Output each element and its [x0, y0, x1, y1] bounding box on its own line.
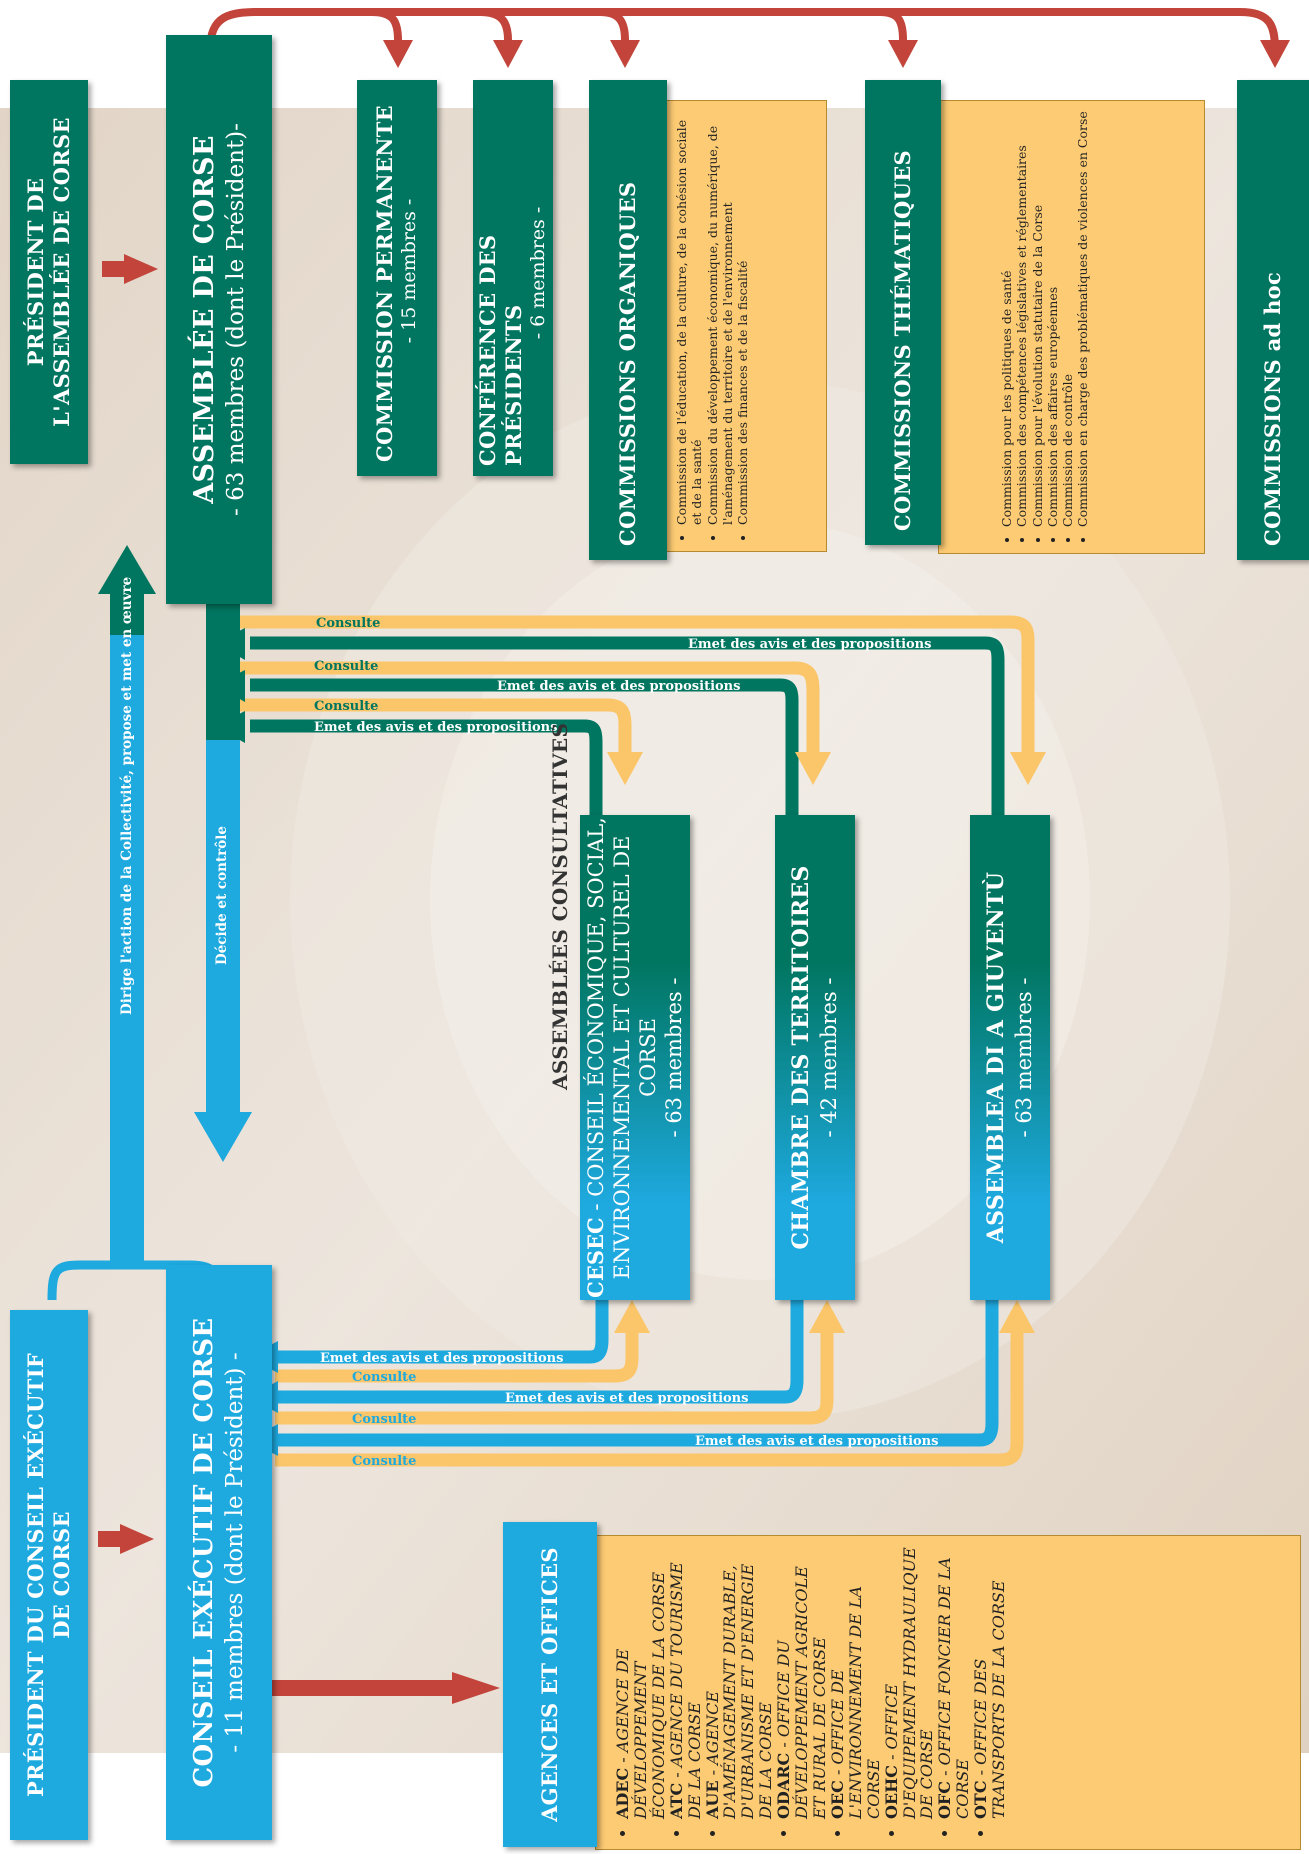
cesec-subtitle: - 63 membres -	[662, 977, 687, 1138]
thematique-item-2: Commission des compétences législatives …	[1014, 111, 1029, 527]
conseil-executif-title: CONSEIL EXÉCUTIF DE CORSE	[189, 1317, 220, 1788]
agence-item-6: OEHC - OFFICE D'EQUIPEMENT HYDRAULIQUE D…	[881, 1544, 937, 1819]
president-conseil-box: PRÉSIDENT DU CONSEIL EXÉCUTIF DE CORSE	[10, 1310, 88, 1840]
president-assemblee-box: PRÉSIDENT DE L'ASSEMBLÉE DE CORSE	[10, 80, 88, 464]
commission-permanente-subtitle: - 15 membres -	[398, 198, 421, 344]
commissions-adhoc-title: COMMISSIONS ad hoc	[1259, 271, 1285, 546]
commission-permanente-title: COMMISSION PERMANENTE	[372, 105, 397, 462]
conseil-executif-box: CONSEIL EXÉCUTIF DE CORSE - 11 membres (…	[166, 1265, 272, 1840]
agence-code-4: ODARC	[774, 1752, 794, 1819]
agence-item-1: ADEC - AGENCE DE DÉVELOPPEMENT ÉCONOMIQU…	[613, 1544, 668, 1819]
thematique-item-1: Commission pour les politiques de santé	[999, 111, 1014, 527]
agence-code-3: AUE	[702, 1780, 722, 1819]
thematique-item-6: Commission en charge des problématiques …	[1075, 111, 1090, 527]
chambre-title: CHAMBRE DES TERRITOIRES	[788, 865, 815, 1250]
agence-code-5: OEC	[827, 1780, 847, 1819]
agence-item-8: OTC - OFFICE DES TRANSPORTS DE LA CORSE	[971, 1544, 1008, 1819]
agence-code-2: ATC	[666, 1782, 686, 1819]
cesec-code: CESEC	[582, 1217, 608, 1298]
assemblee-box: ASSEMBLÉE DE CORSE - 63 membres (dont le…	[166, 35, 272, 604]
organique-item-1: Commission de l'éducation, de la culture…	[674, 111, 705, 525]
commissions-thematiques-title: COMMISSIONS THÉMATIQUES	[889, 150, 915, 531]
assemblea-title: ASSEMBLEA DI A GIUVENTÙ	[983, 871, 1010, 1244]
cesec-name: CESEC - CONSEIL ÉCONOMIQUE, SOCIAL, ENVI…	[583, 815, 662, 1300]
assemblea-box[interactable]: ASSEMBLEA DI A GIUVENTÙ - 63 membres -	[970, 815, 1050, 1300]
agence-item-4: ODARC - OFFICE DU DÉVELOPPEMENT AGRICOLE…	[774, 1544, 829, 1819]
president-conseil-title: PRÉSIDENT DU CONSEIL EXÉCUTIF DE CORSE	[22, 1352, 74, 1798]
organique-item-3: Commission des finances et de la fiscali…	[735, 111, 750, 525]
agence-item-7: OFC - OFFICE FONCIER DE LA CORSE	[935, 1544, 972, 1819]
chambre-box[interactable]: CHAMBRE DES TERRITOIRES - 42 membres -	[775, 815, 855, 1300]
label-consulte-3: Consulte	[314, 699, 378, 714]
label-emet-2: Emet des avis et des propositions	[497, 679, 740, 694]
label-emet-1: Emet des avis et des propositions	[688, 637, 931, 652]
agence-code-6: OEHC	[881, 1765, 901, 1819]
commissions-organiques-title: COMMISSIONS ORGANIQUES	[614, 181, 640, 546]
assemblee-title: ASSEMBLÉE DE CORSE	[188, 135, 220, 504]
label-emet-6: Emet des avis et des propositions	[695, 1434, 938, 1449]
red-arrows	[98, 254, 500, 1704]
conference-presidents-title: CONFÉRENCE DES PRÉSIDENTS	[474, 234, 527, 466]
bottom-loops	[275, 1255, 1024, 1467]
commission-permanente-box: COMMISSION PERMANENTE - 15 membres -	[357, 80, 437, 476]
thematique-item-3: Commission pour l'évolution statutaire d…	[1030, 111, 1045, 527]
label-consulte-4: Consulte	[352, 1370, 416, 1385]
agences-notes: ADEC - AGENCE DE DÉVELOPPEMENT ÉCONOMIQU…	[595, 1535, 1301, 1850]
agence-item-3: AUE - AGENCE D'AMÉNAGEMENT DURABLE, D'UR…	[702, 1544, 776, 1819]
label-consulte-6: Consulte	[352, 1454, 416, 1469]
commissions-adhoc-box: COMMISSIONS ad hoc	[1237, 80, 1309, 560]
commissions-thematiques-notes: Commission pour les politiques de santé …	[938, 100, 1205, 554]
cesec-title: - CONSEIL ÉCONOMIQUE, SOCIAL, ENVIRONNEM…	[583, 817, 661, 1280]
agence-code-8: OTC	[971, 1780, 991, 1819]
label-emet-5: Emet des avis et des propositions	[505, 1391, 748, 1406]
organique-item-2: Commission du développement économique, …	[705, 111, 736, 525]
commissions-organiques-box: COMMISSIONS ORGANIQUES	[589, 80, 667, 560]
top-loop-heads	[215, 628, 1046, 785]
top-loops	[240, 615, 1035, 820]
dirige-label: Dirige l'action de la Collectivité, prop…	[119, 576, 135, 1015]
label-consulte-5: Consulte	[352, 1412, 416, 1427]
loop-labels: Consulte Emet des avis et des propositio…	[314, 616, 938, 1469]
label-emet-4: Emet des avis et des propositions	[320, 1351, 563, 1366]
agence-code-7: OFC	[935, 1780, 955, 1819]
thematique-item-5: Commission de contrôle	[1060, 111, 1075, 527]
label-emet-3: Emet des avis et des propositions	[314, 720, 557, 735]
assemblees-consultatives-title: ASSEMBLÉES CONSULTATIVES	[548, 722, 572, 1090]
conseil-executif-subtitle: - 11 membres (dont le Président) -	[221, 1352, 248, 1753]
top-arrowheads	[383, 40, 1290, 68]
cesec-box[interactable]: CESEC - CONSEIL ÉCONOMIQUE, SOCIAL, ENVI…	[580, 815, 690, 1300]
label-consulte-2: Consulte	[314, 659, 378, 674]
agences-title: AGENCES ET OFFICES	[536, 1547, 562, 1822]
commissions-thematiques-box: COMMISSIONS THÉMATIQUES	[865, 80, 941, 545]
label-consulte-1: Consulte	[316, 616, 380, 631]
decide-label: Décide et contrôle	[214, 825, 230, 965]
assemblee-subtitle: - 63 membres (dont le Président)-	[222, 123, 249, 516]
agence-code-1: ADEC	[613, 1767, 632, 1819]
top-connector	[206, 7, 1279, 54]
agence-item-5: OEC - OFFICE DE L'ENVIRONNEMENT DE LA CO…	[827, 1544, 883, 1819]
conference-presidents-box: CONFÉRENCE DES PRÉSIDENTS - 6 membres -	[473, 80, 553, 476]
president-assemblee-title: PRÉSIDENT DE L'ASSEMBLÉE DE CORSE	[22, 117, 74, 427]
chambre-subtitle: - 42 membres -	[816, 977, 841, 1138]
assemblea-subtitle: - 63 membres -	[1011, 977, 1036, 1138]
conference-presidents-subtitle: - 6 membres -	[527, 206, 550, 340]
commissions-organiques-notes: Commission de l'éducation, de la culture…	[665, 100, 827, 552]
agence-item-2: ATC - AGENCE DU TOURISME DE LA CORSE	[666, 1544, 704, 1819]
dirige-arrow	[47, 545, 225, 1301]
thematique-item-4: Commission des affaires européennes	[1045, 111, 1060, 527]
agences-box: AGENCES ET OFFICES	[503, 1522, 597, 1847]
